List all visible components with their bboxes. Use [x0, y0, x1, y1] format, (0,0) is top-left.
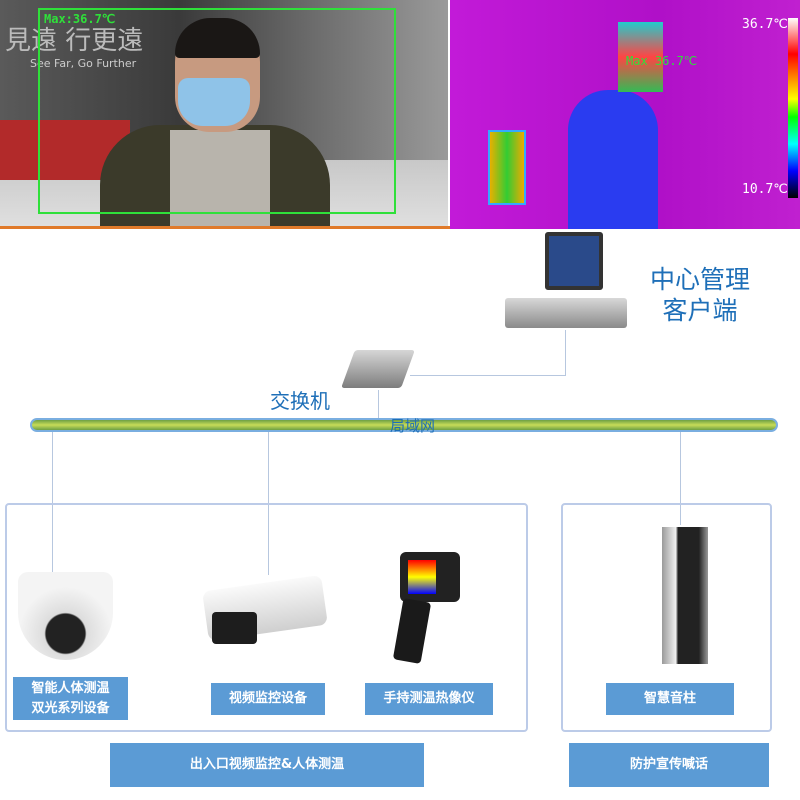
client-label: 中心管理 客户端 — [630, 264, 770, 326]
backdrop-logo: 見遠 行更遠 — [5, 26, 144, 56]
thermal-person-head — [618, 22, 663, 92]
client-label-line2: 客户端 — [662, 296, 738, 325]
switch-label: 交换机 — [270, 389, 330, 413]
label-line1: 智能人体测温 — [31, 680, 110, 696]
thermal-temp-overlay: Max 36.7℃ — [626, 54, 698, 68]
label-handheld-thermal: 手持测温热像仪 — [365, 683, 493, 715]
lan-bus — [30, 418, 778, 432]
person-hair — [175, 18, 260, 58]
lan-label: 局域网 — [390, 417, 436, 435]
monitor-icon — [545, 232, 603, 290]
connector — [680, 430, 681, 525]
label-video-surveillance: 视频监控设备 — [211, 683, 325, 715]
connector — [52, 430, 53, 575]
bullet-camera-lens — [212, 612, 257, 644]
switch-icon — [341, 350, 415, 388]
person-mask — [178, 78, 250, 126]
label-line2: 双光系列设备 — [31, 700, 110, 716]
client-label-line1: 中心管理 — [649, 265, 750, 294]
handheld-screen — [408, 560, 436, 594]
group-label-broadcast: 防护宣传喊话 — [569, 743, 769, 787]
connector — [565, 330, 566, 376]
backdrop-slogan: See Far, Go Further — [30, 57, 137, 70]
group-label-entrance: 出入口视频监控&人体测温 — [110, 743, 424, 787]
thermal-person-body — [568, 90, 658, 229]
scale-max: 36.7℃ — [742, 17, 788, 32]
thermal-object — [488, 130, 526, 205]
server-icon — [505, 298, 627, 328]
scale-min: 10.7℃ — [742, 182, 788, 197]
label-smart-speaker: 智慧音柱 — [606, 683, 734, 715]
person-shirt — [170, 130, 270, 228]
dome-camera-icon — [18, 572, 113, 660]
divider — [0, 226, 450, 229]
connector — [268, 430, 269, 575]
connector — [410, 375, 566, 376]
connector — [378, 390, 379, 420]
entrance-group-box — [5, 503, 528, 732]
camera-temp-overlay: Max:36.7℃ — [44, 12, 116, 26]
label-dual-light-device: 智能人体测温 双光系列设备 — [13, 677, 128, 720]
broadcast-group-box — [561, 503, 772, 732]
thermal-color-scale — [788, 18, 798, 198]
detection-box — [38, 8, 396, 214]
speaker-column-icon — [662, 527, 708, 664]
